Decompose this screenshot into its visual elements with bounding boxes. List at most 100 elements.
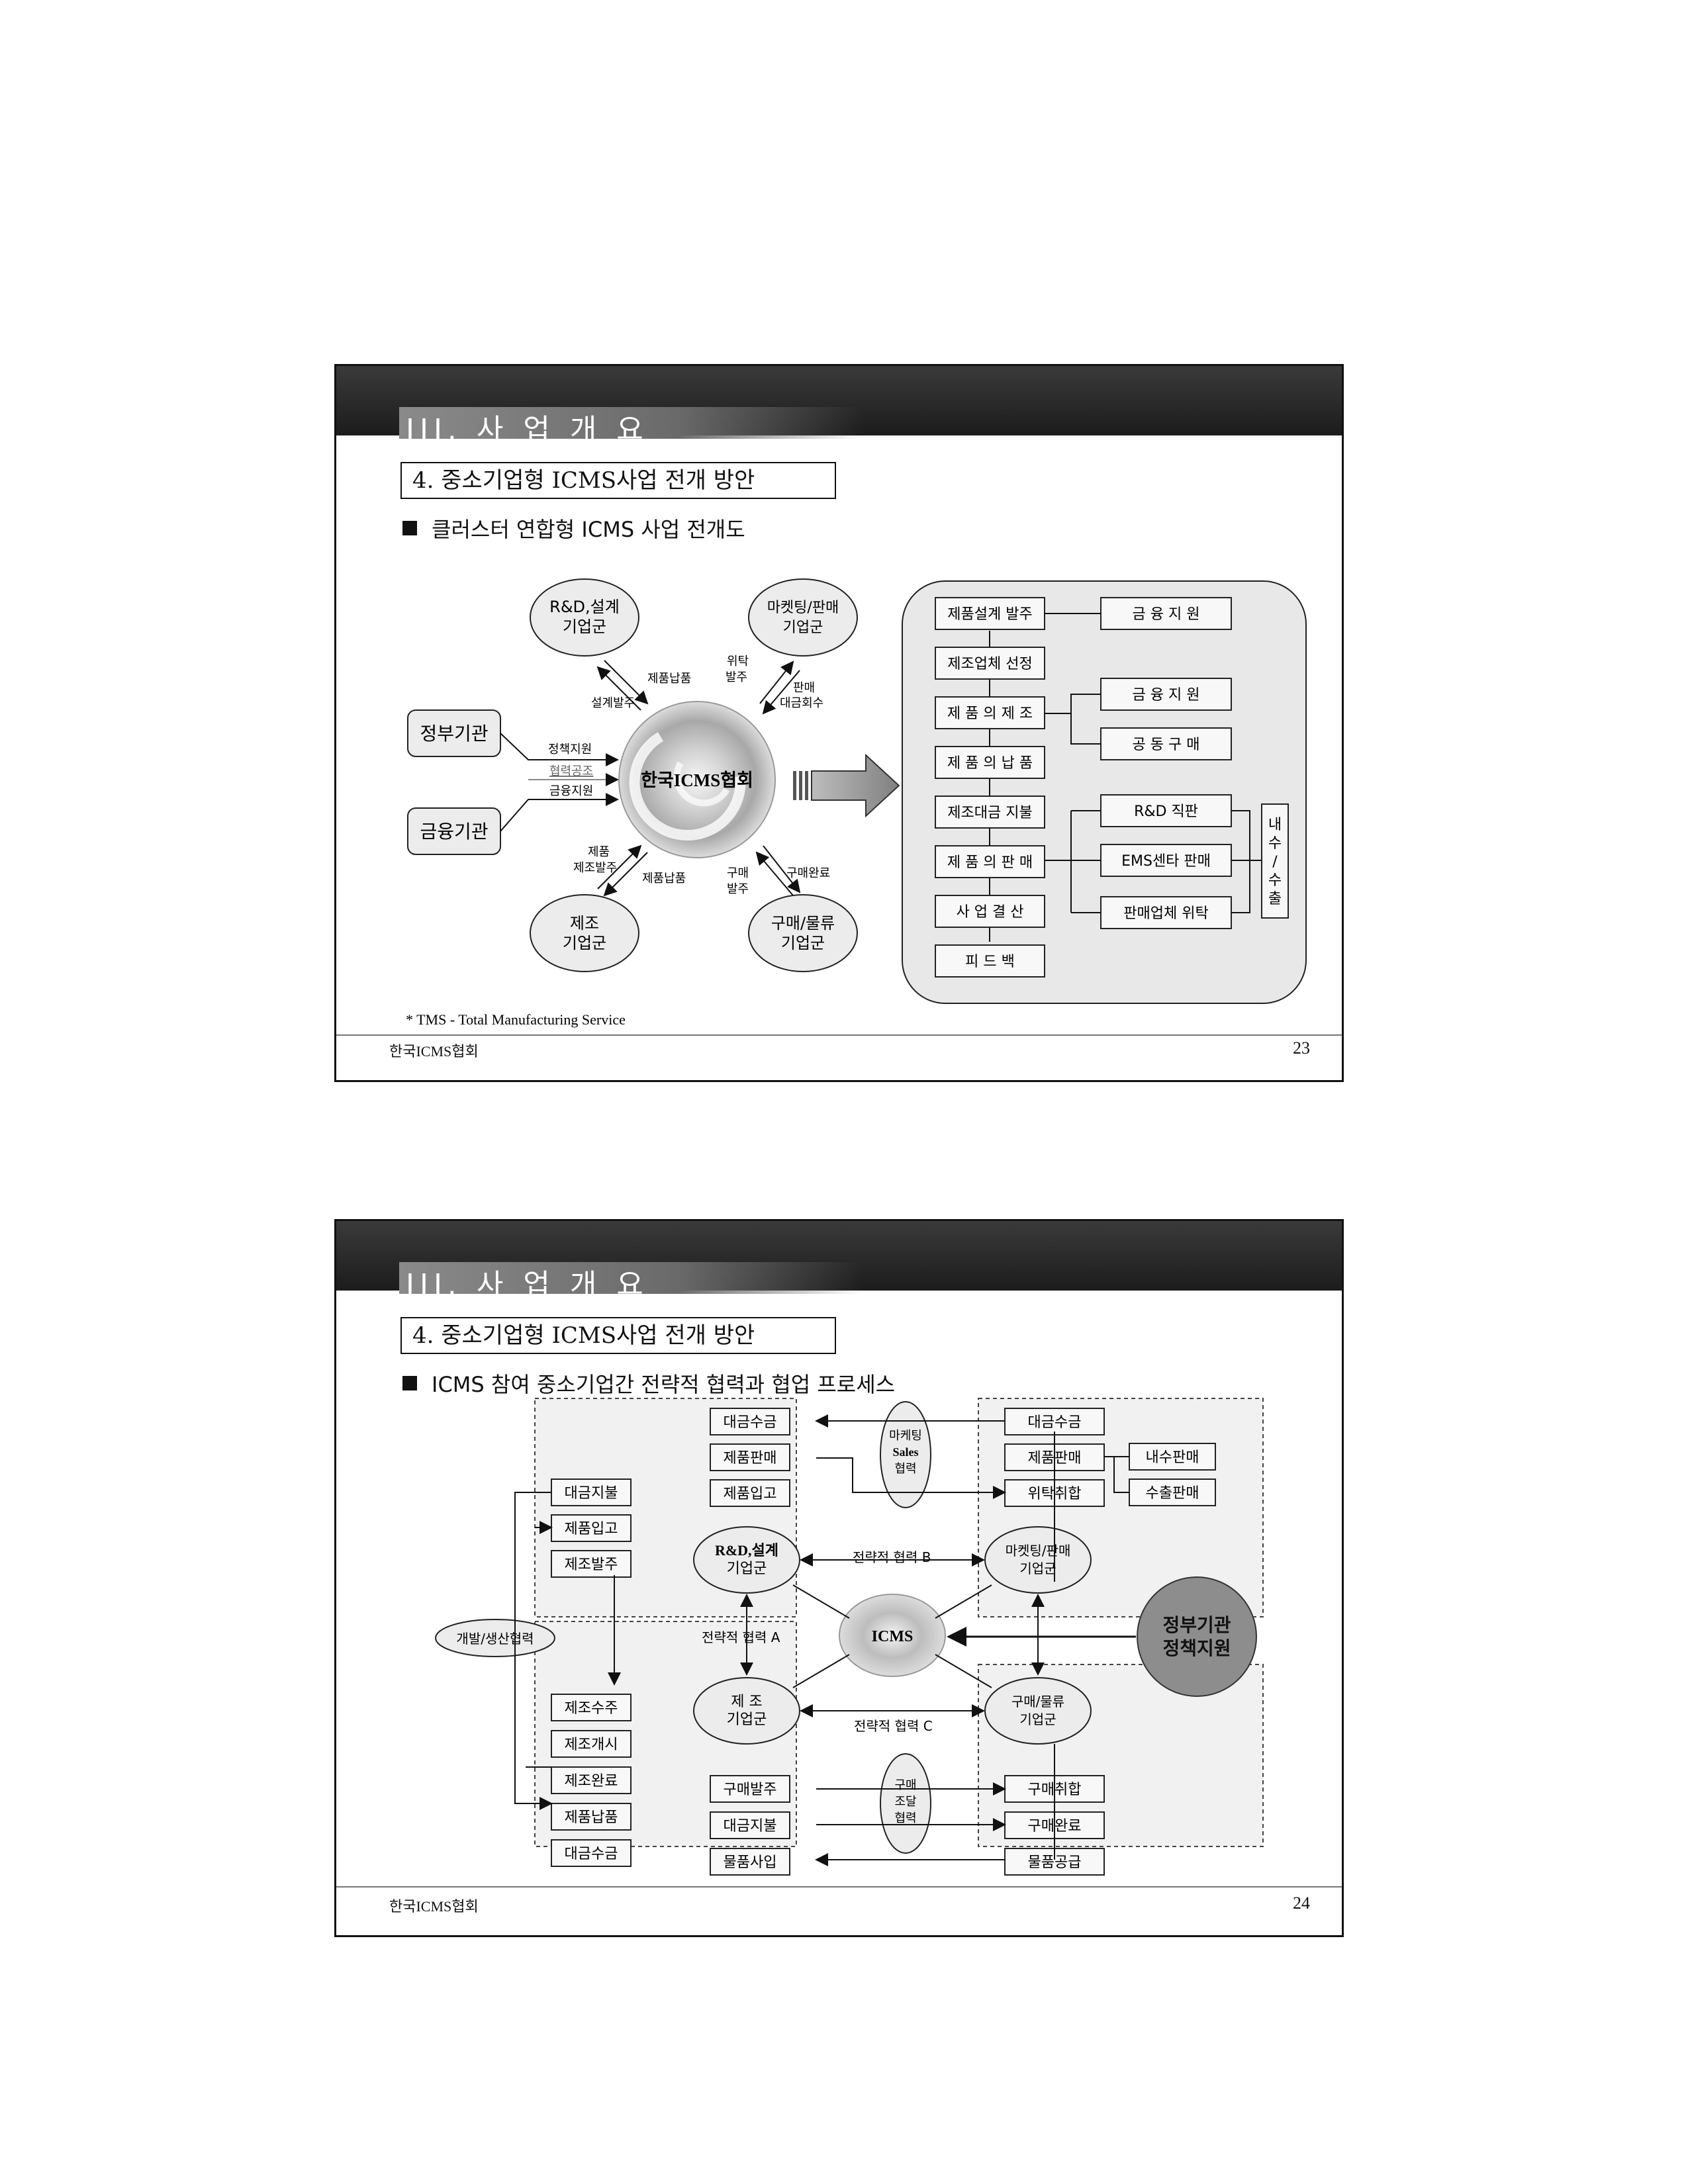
svg-text:제 품 의 판 매: 제 품 의 판 매 bbox=[947, 854, 1033, 871]
svg-text:제조: 제조 bbox=[570, 914, 599, 933]
center-icms: ICMS bbox=[839, 1594, 946, 1677]
node-marketing: 마켓팅/판매 기업군 bbox=[748, 578, 858, 657]
svg-text:R&D,설계: R&D,설계 bbox=[549, 598, 620, 616]
svg-text:협력공조: 협력공조 bbox=[549, 764, 593, 778]
process-step: 제 품 의 제 조 bbox=[935, 696, 1045, 729]
process-step: 피 드 백 bbox=[935, 944, 1045, 978]
node-manufacturing: 제조 기업군 bbox=[530, 894, 639, 972]
process-box: 제품납품 bbox=[551, 1803, 632, 1831]
svg-text:내수판매: 내수판매 bbox=[1146, 1449, 1199, 1466]
domestic-export-box: 내 수 / 수 출 bbox=[1261, 803, 1289, 919]
process-box: 제조개시 bbox=[551, 1730, 632, 1758]
bullet-heading: ICMS 참여 중소기업간 전략적 협력과 협업 프로세스 bbox=[402, 1368, 895, 1398]
slide-banner: III. 사 업 개 요 bbox=[336, 1221, 1342, 1302]
process-panel bbox=[902, 580, 1307, 1004]
svg-text:정책지원: 정책지원 bbox=[1162, 1637, 1231, 1659]
svg-text:판매: 판매 bbox=[793, 681, 815, 695]
cluster-diagram: R&D,설계 기업군 마켓팅/판매 기업군 제조 기업군 구매/물류 기업군 정… bbox=[406, 578, 1307, 1028]
footer-org: 한국ICMS협회 bbox=[389, 1898, 479, 1915]
process-box: 제조발주 bbox=[551, 1550, 632, 1578]
svg-text:사 업 결 산: 사 업 결 산 bbox=[957, 904, 1024, 921]
support-box: 금 융 지 원 bbox=[1100, 678, 1232, 711]
svg-text:대금회수: 대금회수 bbox=[780, 696, 823, 710]
svg-text:기업군: 기업군 bbox=[1019, 1561, 1056, 1576]
svg-text:제품납품: 제품납품 bbox=[647, 672, 691, 686]
slide-23: III. 사 업 개 요 4. 중소기업형 ICMS사업 전개 방안 클러스터 … bbox=[334, 364, 1344, 1082]
node-manufacturing: 제 조 기업군 bbox=[693, 1677, 800, 1745]
svg-text:수출판매: 수출판매 bbox=[1146, 1485, 1199, 1502]
svg-text:R&D,설계: R&D,설계 bbox=[715, 1542, 778, 1559]
process-box: 제품입고 bbox=[710, 1479, 790, 1507]
svg-text:피 드 백: 피 드 백 bbox=[965, 954, 1015, 970]
process-box: 물품사입 bbox=[710, 1848, 790, 1876]
svg-text:마케팅: 마케팅 bbox=[889, 1429, 922, 1443]
svg-text:금융기관: 금융기관 bbox=[420, 821, 488, 842]
slide-24: III. 사 업 개 요 4. 중소기업형 ICMS사업 전개 방안 ICMS … bbox=[334, 1219, 1344, 1937]
process-box: 구매발주 bbox=[710, 1775, 790, 1803]
svg-text:금 융 지 원: 금 융 지 원 bbox=[1133, 687, 1200, 704]
support-box: EMS센타 판매 bbox=[1100, 844, 1232, 877]
strategic-a-label: 전략적 협력 A bbox=[702, 1629, 780, 1645]
support-box: 판매업체 위탁 bbox=[1100, 896, 1232, 929]
process-step: 제 품 의 판 매 bbox=[935, 845, 1045, 878]
process-box: 대금지불 bbox=[710, 1811, 790, 1839]
support-box: 금 융 지 원 bbox=[1100, 597, 1232, 630]
section-title: III. 사 업 개 요 bbox=[406, 413, 649, 447]
svg-text:기업군: 기업군 bbox=[563, 617, 606, 636]
svg-text:구매완료: 구매완료 bbox=[786, 866, 830, 880]
svg-text:구매/물류: 구매/물류 bbox=[1011, 1694, 1064, 1709]
process-box: 대금수금 bbox=[1004, 1408, 1105, 1435]
process-boxes: 대금수금제품판매제품입고대금지불제품입고제조발주제조수주제조개시제조완료제품납품… bbox=[551, 1408, 1216, 1876]
collaboration-diagram: 대금수금제품판매제품입고대금지불제품입고제조발주제조수주제조개시제조완료제품납품… bbox=[435, 1398, 1264, 1876]
svg-text:정부기관: 정부기관 bbox=[1162, 1614, 1231, 1636]
process-box: 제조완료 bbox=[551, 1766, 632, 1794]
center-icms-association: 한국ICMS협회 bbox=[618, 701, 776, 858]
svg-text:제품입고: 제품입고 bbox=[565, 1521, 618, 1537]
svg-text:기업군: 기업군 bbox=[727, 1561, 767, 1577]
svg-text:제 조: 제 조 bbox=[731, 1694, 762, 1710]
svg-text:마켓팅/판매: 마켓팅/판매 bbox=[1006, 1543, 1071, 1559]
procurement-cooperation-ellipse: 구매 조달 협력 bbox=[880, 1753, 931, 1854]
svg-text:조달: 조달 bbox=[894, 1795, 916, 1809]
svg-text:대금수금: 대금수금 bbox=[724, 1414, 777, 1431]
process-step: 제조대금 지불 bbox=[935, 796, 1045, 829]
svg-text:제조개시: 제조개시 bbox=[565, 1737, 618, 1753]
footnote: * TMS - Total Manufacturing Service bbox=[406, 1011, 626, 1028]
svg-text:설계발주: 설계발주 bbox=[591, 696, 635, 710]
support-box: 공 동 구 매 bbox=[1100, 727, 1232, 760]
svg-text:구매/물류: 구매/물류 bbox=[771, 914, 835, 933]
slide-banner: III. 사 업 개 요 bbox=[336, 366, 1342, 447]
svg-text:대금지불: 대금지불 bbox=[565, 1485, 618, 1502]
process-box: 제조수주 bbox=[551, 1694, 632, 1721]
svg-text:기업군: 기업군 bbox=[1019, 1711, 1056, 1727]
flow-arrow bbox=[793, 753, 900, 818]
svg-text:제품설계 발주: 제품설계 발주 bbox=[947, 606, 1032, 623]
svg-text:구매: 구매 bbox=[727, 866, 749, 880]
svg-text:대금지불: 대금지불 bbox=[724, 1818, 777, 1835]
svg-text:제조수주: 제조수주 bbox=[565, 1700, 618, 1717]
subhead-box: 4. 중소기업형 ICMS사업 전개 방안 bbox=[400, 1317, 836, 1354]
svg-text:제조발주: 제조발주 bbox=[565, 1557, 618, 1573]
strategic-b-label: 전략적 협력 B bbox=[853, 1549, 931, 1565]
footer-org: 한국ICMS협회 bbox=[389, 1043, 479, 1060]
svg-text:EMS센타 판매: EMS센타 판매 bbox=[1121, 853, 1211, 870]
svg-text:대금수금: 대금수금 bbox=[1028, 1414, 1082, 1431]
svg-text:제조완료: 제조완료 bbox=[565, 1773, 618, 1790]
process-step: 사 업 결 산 bbox=[935, 895, 1045, 928]
svg-text:Sales: Sales bbox=[892, 1445, 918, 1459]
svg-text:기업군: 기업군 bbox=[781, 934, 825, 952]
svg-text:발주: 발주 bbox=[727, 882, 749, 896]
svg-text:구매: 구매 bbox=[894, 1778, 916, 1792]
svg-text:기업군: 기업군 bbox=[783, 619, 823, 636]
svg-text:제품납품: 제품납품 bbox=[565, 1809, 618, 1826]
svg-text:협력: 협력 bbox=[894, 1462, 916, 1476]
svg-text:제조발주: 제조발주 bbox=[573, 861, 617, 875]
svg-text:물품사입: 물품사입 bbox=[724, 1854, 777, 1871]
node-rnd: R&D,설계 기업군 bbox=[693, 1526, 800, 1594]
process-step: 제조업체 선정 bbox=[935, 647, 1045, 680]
node-marketing: 마켓팅/판매 기업군 bbox=[984, 1526, 1092, 1594]
node-government: 정부기관 bbox=[407, 709, 501, 757]
process-step: 제 품 의 납 품 bbox=[935, 746, 1045, 779]
